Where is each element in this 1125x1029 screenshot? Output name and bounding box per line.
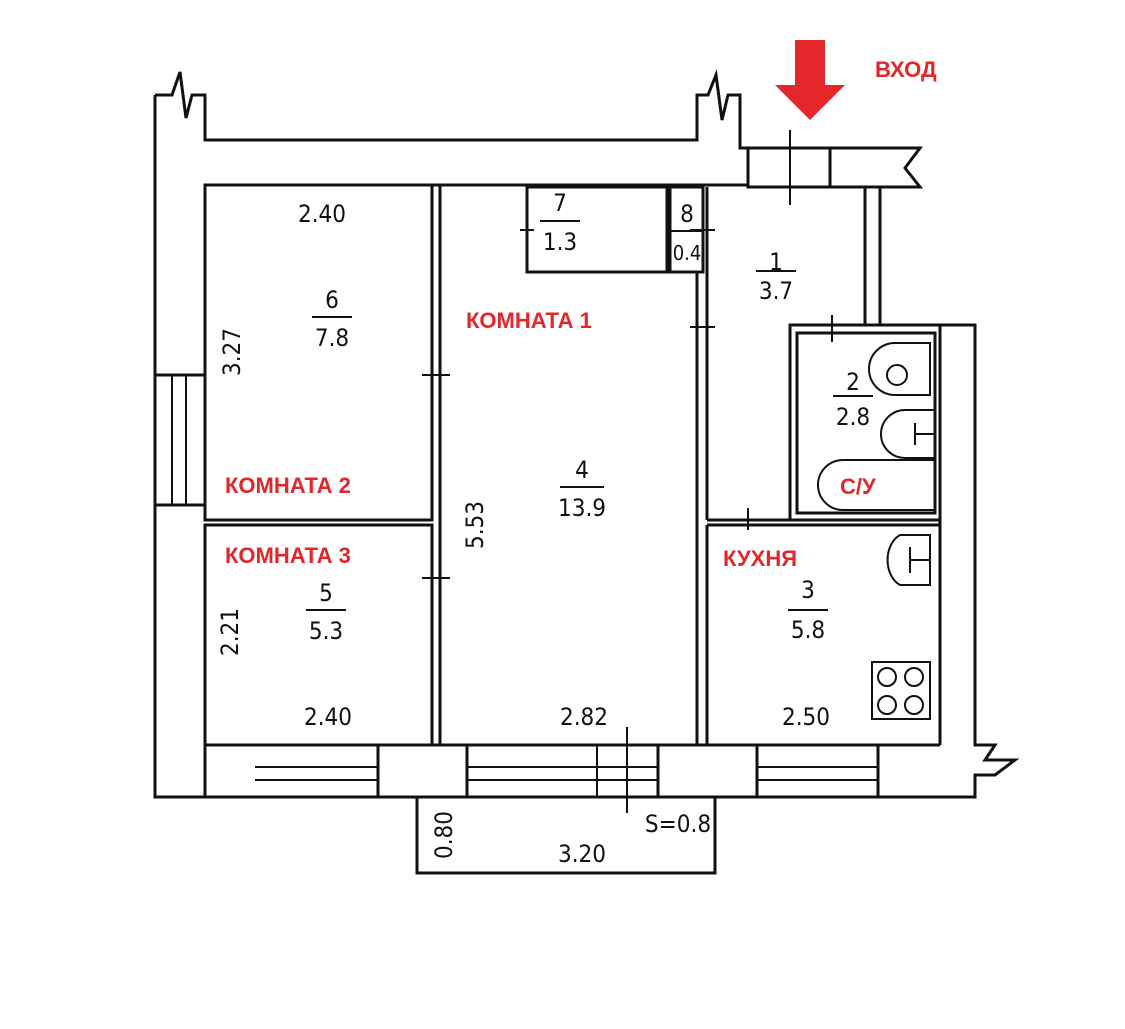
stove-icon: [871, 661, 931, 720]
svg-text:7.8: 7.8: [315, 324, 349, 352]
balcony: [415, 727, 717, 875]
label-room-2: КОМНАТА 2: [225, 473, 351, 498]
exterior-walls: [153, 69, 1020, 799]
label-bathroom: С/У: [840, 474, 876, 499]
svg-text:7: 7: [553, 189, 567, 217]
svg-text:1.3: 1.3: [543, 228, 577, 256]
label-kitchen: КУХНЯ: [723, 546, 797, 571]
dim-room4-depth: 5.53: [461, 501, 489, 549]
svg-text:2: 2: [846, 368, 860, 396]
svg-text:3: 3: [801, 576, 815, 604]
dim-balcony-depth: 0.80: [430, 811, 458, 859]
dim-balcony-width: 3.20: [558, 840, 606, 868]
room-4-tag: 4 13.9: [558, 456, 606, 522]
svg-text:0.4: 0.4: [673, 241, 702, 265]
room-8-tag: 8 0.4: [670, 200, 703, 265]
room-7-tag: 7 1.3: [540, 189, 580, 256]
svg-text:3.7: 3.7: [759, 277, 793, 305]
label-room-3: КОМНАТА 3: [225, 543, 351, 568]
bathtub-icon: [817, 459, 935, 511]
svg-text:2.8: 2.8: [836, 403, 870, 431]
balcony-area: S=0.8: [645, 810, 711, 838]
window-left: [153, 373, 207, 507]
room-3-tag: 3 5.8: [788, 576, 828, 644]
sink-icon: [880, 409, 935, 459]
dim-room5-depth: 2.21: [216, 608, 244, 656]
dim-room4-width: 2.82: [560, 703, 608, 731]
kitchen-sink-icon: [886, 534, 931, 586]
label-room-1: КОМНАТА 1: [466, 308, 592, 333]
svg-text:6: 6: [325, 286, 339, 314]
dim-room6-depth: 3.27: [218, 328, 246, 376]
svg-text:4: 4: [575, 456, 589, 484]
interior-walls: [203, 183, 942, 747]
svg-text:8: 8: [680, 200, 694, 228]
svg-text:13.9: 13.9: [558, 494, 606, 522]
svg-text:5: 5: [319, 579, 333, 607]
dim-room6-width: 2.40: [298, 200, 346, 228]
entrance-label: ВХОД: [875, 57, 937, 82]
room-1-tag: 1 3.7: [756, 248, 796, 305]
room-6-tag: 6 7.8: [312, 286, 352, 352]
dim-kitchen-width: 2.50: [782, 703, 830, 731]
dim-room5-width: 2.40: [304, 703, 352, 731]
toilet-icon: [868, 342, 936, 396]
entrance-arrow-icon: [775, 40, 845, 120]
svg-text:1: 1: [769, 248, 783, 276]
room-5-tag: 5 5.3: [306, 579, 346, 645]
bottom-wall: [203, 743, 940, 799]
svg-text:5.3: 5.3: [309, 617, 343, 645]
room-2-tag: 2 2.8: [833, 368, 873, 431]
svg-text:5.8: 5.8: [791, 616, 825, 644]
